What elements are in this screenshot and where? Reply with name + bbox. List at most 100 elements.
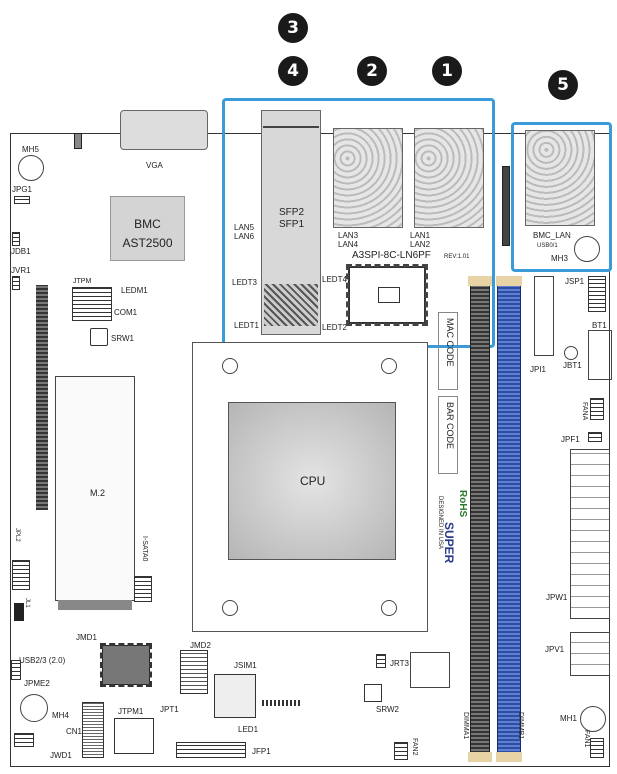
header-jucb (74, 133, 82, 149)
cpu-screw-br (381, 600, 397, 616)
label-usb01: USB0/1 (537, 243, 558, 249)
label-jpv1: JPV1 (545, 645, 565, 654)
header-jpv1 (570, 632, 610, 676)
label-bmc-model: AST2500 (122, 236, 173, 250)
label-designed-in-usa: DESIGNED IN USA (437, 496, 443, 550)
label-jfp1: JFP1 (252, 747, 271, 756)
battery-jbt1 (564, 346, 578, 360)
pcie-slot (36, 285, 48, 510)
header-jwd1 (14, 733, 34, 747)
m2-connector (58, 600, 132, 610)
mounting-hole-mh3 (574, 236, 600, 262)
label-jdb1: JDB1 (11, 247, 31, 256)
callout-5: 5 (548, 70, 578, 100)
label-fana: FANA (581, 402, 588, 421)
label-com1: COM1 (114, 308, 138, 317)
label-led1: LED1 (238, 725, 259, 734)
label-srw2: SRW2 (376, 705, 399, 714)
bar-code-box (438, 396, 458, 474)
label-bt1: BT1 (592, 321, 607, 330)
mounting-hole-mh5 (18, 155, 44, 181)
label-jvr1: JVR1 (11, 266, 31, 275)
header-usb23 (11, 660, 21, 680)
dimm-slot-b1 (497, 282, 521, 758)
sfp-heatsink (264, 284, 318, 326)
callout-2: 2 (357, 56, 387, 86)
label-jpme2: JPME2 (24, 679, 50, 688)
label-lan5: LAN5 (234, 223, 255, 232)
label-bmc-lan: BMC_LAN (533, 231, 571, 240)
callout-4: 4 (278, 56, 308, 86)
label-mh3: MH3 (551, 254, 568, 263)
label-ledt1: LEDT1 (234, 321, 259, 330)
switch-srw1 (90, 328, 108, 346)
label-usb23: USB2/3 (2.0) (19, 656, 66, 665)
rj45-bmc-lan (525, 130, 595, 226)
header-jpi1 (534, 276, 554, 356)
connector-cn1 (82, 702, 104, 758)
cpu-die (228, 402, 396, 560)
label-mh4: MH4 (52, 711, 69, 720)
label-vga: VGA (146, 161, 163, 170)
label-jpg1: JPG1 (12, 185, 33, 194)
label-lan1: LAN1 (410, 231, 431, 240)
label-srw1: SRW1 (111, 334, 134, 343)
label-rohs: RoHS (457, 490, 468, 518)
label-jpi1: JPI1 (530, 365, 547, 374)
sim-slot (214, 674, 256, 718)
mounting-hole-mh4 (20, 694, 48, 722)
label-lan3: LAN3 (338, 231, 359, 240)
header-fan2 (394, 742, 408, 760)
label-fan2: FAN2 (411, 738, 418, 756)
label-board-model: A3SPI-8C-LN6PF (352, 250, 431, 261)
label-sfp1: SFP1 (279, 219, 305, 230)
rj45-lan1-lan2 (414, 128, 484, 228)
label-dimma1: DIMMA1 (462, 712, 469, 740)
label-mac-code: MAC CODE (445, 318, 455, 367)
callout-1: 1 (432, 56, 462, 86)
header-jtpm (72, 287, 112, 321)
header-jvr1 (12, 276, 20, 290)
battery-bt1 (588, 330, 612, 380)
bmc-lan-highlight (511, 122, 612, 272)
label-jpt1: JPT1 (160, 705, 179, 714)
label-jmd1: JMD1 (76, 633, 97, 642)
label-ledt3: LEDT3 (232, 278, 257, 287)
vga-port (120, 110, 208, 150)
label-jsim1: JSIM1 (234, 661, 257, 670)
label-jtpm: JTPM (73, 278, 92, 285)
jumper-block (14, 603, 24, 621)
header-isata (134, 576, 152, 602)
mounting-hole-mh1 (580, 706, 606, 732)
header-jpw1 (570, 449, 610, 619)
label-jbt1: JBT1 (563, 361, 582, 370)
lan-controller-marker (378, 287, 400, 303)
dimm-a1-clip-bottom (468, 752, 492, 762)
label-jl1: JL1 (24, 598, 30, 608)
dimm-a1-clip-top (468, 276, 492, 286)
m2-slot (55, 376, 135, 601)
callout-3: 3 (278, 13, 308, 43)
bmc-lan-led-strip (502, 166, 510, 246)
label-jpl2: JPL2 (14, 528, 20, 542)
cpu-screw-bl (222, 600, 238, 616)
label-lan6: LAN6 (234, 232, 255, 241)
label-dimmb1: DIMMB1 (517, 712, 524, 740)
header-jfp1 (176, 742, 246, 758)
header-strip-mid (262, 700, 302, 706)
header-jpf1 (588, 432, 602, 442)
rj45-lan3-lan4 (333, 128, 403, 228)
label-jrt3: JRT3 (390, 659, 409, 668)
label-lan2: LAN2 (410, 240, 431, 249)
header-jsp1 (588, 276, 606, 312)
dimm-b1-clip-bottom (496, 752, 522, 762)
label-jwd1: JWD1 (50, 751, 72, 760)
label-mh1: MH1 (560, 714, 577, 723)
mac-code-box (438, 312, 458, 390)
label-cn1: CN1 (66, 727, 83, 736)
label-mh5: MH5 (22, 145, 39, 154)
dimm-b1-clip-top (496, 276, 522, 286)
label-board-rev: REV:1.01 (444, 254, 470, 260)
header-jtpm1 (114, 718, 154, 754)
label-m2: M.2 (90, 488, 106, 498)
